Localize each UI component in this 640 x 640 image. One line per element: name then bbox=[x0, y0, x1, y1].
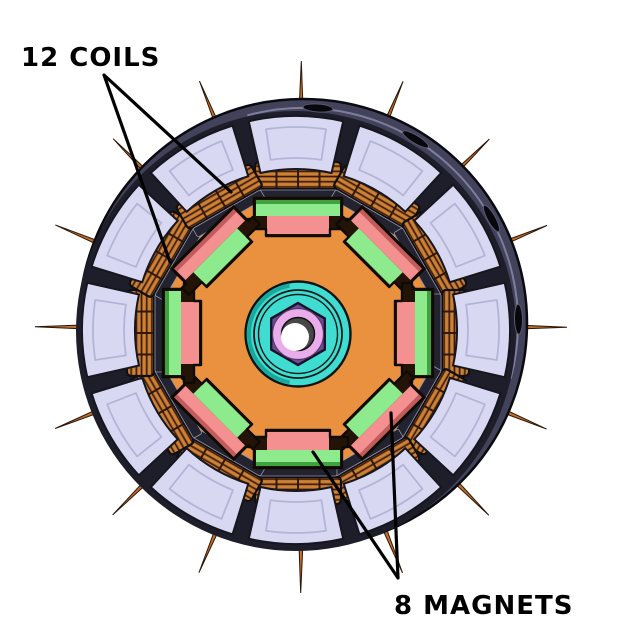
housing-segment bbox=[81, 281, 141, 379]
housing-segment-inset bbox=[106, 202, 163, 268]
magnet bbox=[246, 428, 350, 470]
housing-segment-inset bbox=[265, 126, 327, 161]
housing-segment-inset bbox=[92, 299, 127, 361]
housing-segment bbox=[451, 281, 511, 379]
magnet bbox=[334, 205, 426, 297]
shaft-hub-layer bbox=[244, 280, 352, 388]
magnet bbox=[170, 369, 262, 461]
housing-segment-inset bbox=[265, 499, 327, 534]
coils-label: 12 COILS bbox=[21, 43, 160, 73]
housing-segment-inset bbox=[429, 202, 486, 268]
housing-segment bbox=[247, 485, 345, 545]
housing-segment-inset bbox=[465, 299, 500, 361]
rotor-magnets-layer bbox=[154, 189, 442, 477]
magnets-leader-line bbox=[311, 411, 400, 580]
housing-segment bbox=[247, 115, 345, 175]
housing-segment-inset bbox=[168, 140, 234, 197]
annotations-layer: 12 COILS 8 MAGNETS bbox=[21, 43, 573, 621]
magnets-label: 8 MAGNETS bbox=[394, 591, 573, 621]
housing-segment-inset bbox=[168, 463, 234, 520]
magnet bbox=[170, 205, 262, 297]
housing-ring-layer bbox=[81, 115, 511, 545]
rim-hole bbox=[513, 303, 524, 335]
shaft-bore bbox=[281, 323, 309, 351]
rim-hole bbox=[402, 130, 430, 149]
rim-hole bbox=[302, 103, 334, 113]
coils-leader-line bbox=[102, 73, 233, 264]
rim-hole bbox=[482, 204, 501, 233]
housing-segment-inset bbox=[358, 463, 424, 520]
magnet bbox=[393, 281, 435, 385]
housing-segment-inset bbox=[358, 140, 424, 197]
housing-segment-inset bbox=[429, 392, 486, 458]
housing-segment-inset bbox=[106, 392, 163, 458]
magnet bbox=[161, 281, 203, 385]
